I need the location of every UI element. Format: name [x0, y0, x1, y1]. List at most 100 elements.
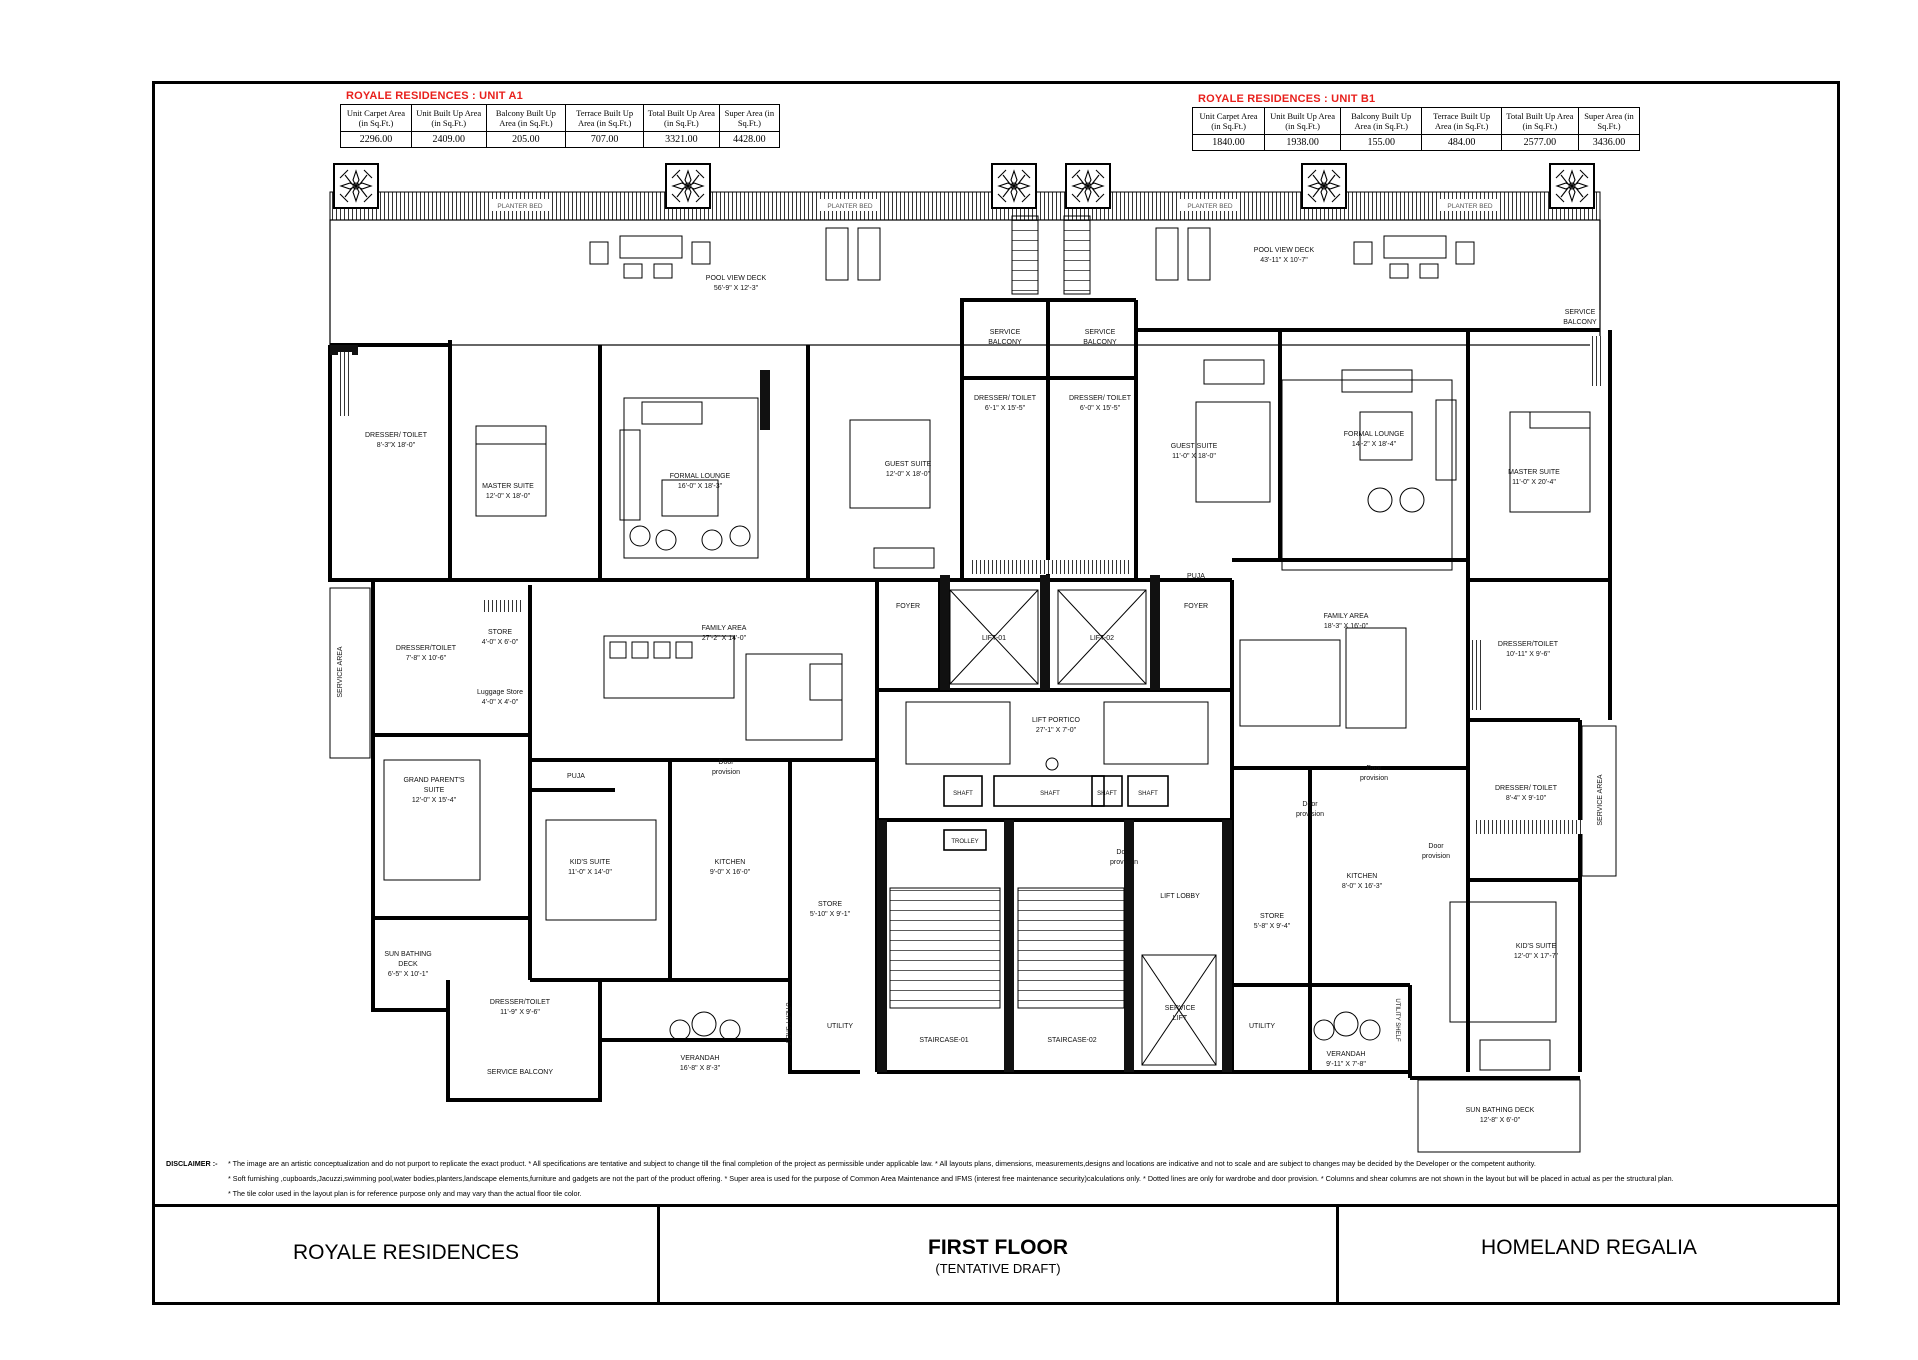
room-label: BALCONY — [1563, 319, 1597, 326]
room-label: LIFT — [1173, 1015, 1188, 1022]
room-label: UTILITY SHELF — [1394, 998, 1400, 1042]
door-provision-label: Door — [1366, 765, 1382, 772]
room-label: SERVICE — [990, 329, 1021, 336]
room-label: POOL VIEW DECK — [706, 275, 767, 282]
developer-name: HOMELAND REGALIA — [1481, 1236, 1697, 1259]
staircase — [889, 887, 1125, 1009]
table-header: Terrace Built Up Area (in Sq.Ft.) — [1421, 107, 1502, 135]
table-header: Total Built Up Area (in Sq.Ft.) — [1500, 107, 1579, 135]
trolley-label: TROLLEY — [951, 839, 978, 845]
room-label: VERANDAH — [1327, 1051, 1366, 1058]
room-label: DRESSER/ TOILET — [365, 432, 428, 439]
room-dimension: 5'-10" X 9'-1" — [810, 911, 851, 918]
table-cell: 2296.00 — [340, 131, 412, 148]
project-name: ROYALE RESIDENCES — [292, 1241, 519, 1264]
table-cell: 484.00 — [1421, 134, 1502, 151]
title-block-divider — [152, 1204, 1840, 1207]
planter-label: PLANTER BED — [1447, 203, 1492, 210]
room-label: PUJA — [567, 773, 585, 780]
room-dimension: 18'-3" X 16'-0" — [1324, 623, 1369, 630]
shaft-label: SHAFT — [953, 791, 973, 797]
room-label: DRESSER/ TOILET — [1495, 785, 1558, 792]
service-area — [329, 587, 1617, 877]
table-header: Total Built Up Area (in Sq.Ft.) — [643, 104, 720, 132]
room-label: DRESSER/TOILET — [396, 645, 457, 652]
planter-bed: PLANTER BED PLANTER BED PLANTER BED PLAN… — [329, 191, 1601, 221]
room-label: FORMAL LOUNGE — [670, 473, 731, 480]
room-dimension: 27'-1" X 7'-0" — [1036, 727, 1077, 734]
disclaimer-line: The image are an artistic conceptualizat… — [232, 1159, 1536, 1168]
planter-label: PLANTER BED — [497, 203, 542, 210]
room-label: UTILITY — [1249, 1023, 1275, 1030]
room-dimension: 14'-2" X 18'-4" — [1352, 441, 1397, 448]
room-dimension: 6'-0" X 15'-5" — [1080, 405, 1121, 412]
room-dimension: 6'-5" X 10'-1" — [388, 971, 429, 978]
disclaimer-line: Soft furnishing ,cupboards,Jacuzzi,swimm… — [232, 1174, 1674, 1183]
room-label: DECK — [398, 961, 418, 968]
room-dimension: 8'-3"X 18'-0" — [377, 442, 416, 449]
room-dimension: 16'-8" X 8'-3" — [680, 1065, 721, 1072]
table-header: Unit Carpet Area (in Sq.Ft.) — [340, 104, 412, 132]
room-dimension: 12'-0" X 15'-4" — [412, 797, 457, 804]
room-label: BALCONY — [1083, 339, 1117, 346]
disclaimer-line: The tile color used in the layout plan i… — [232, 1189, 582, 1198]
room-dimension: 11'-9" X 9'-6" — [500, 1009, 540, 1016]
table-cell: 3436.00 — [1577, 134, 1641, 151]
door-provision-label: Door — [1116, 849, 1132, 856]
unit-a1-labels: DRESSER/ TOILET 8'-3"X 18'-0" MASTER SUI… — [365, 329, 1037, 1076]
room-label: SERVICE AREA — [337, 646, 344, 698]
sheet-title: FIRST FLOOR — [928, 1236, 1068, 1259]
door-provision-label: Door — [718, 759, 734, 766]
unit-b1-labels: SERVICE BALCONY DRESSER/ TOILET 6'-0" X … — [1069, 309, 1597, 1153]
table-cell: 1840.00 — [1191, 134, 1266, 151]
room-label: STAIRCASE-02 — [1047, 1037, 1096, 1044]
shaft-label: SHAFT — [1138, 791, 1158, 797]
room-label: GRAND PARENT'S — [403, 777, 464, 784]
room-label: FAMILY AREA — [702, 625, 747, 632]
room-dimension: 9'-11" X 7'-8" — [1326, 1061, 1366, 1068]
table-cell: 2577.00 — [1500, 134, 1579, 151]
building-outline — [329, 219, 1601, 346]
room-dimension: 11'-0" X 20'-4" — [1512, 479, 1556, 486]
room-label: DRESSER/ TOILET — [1069, 395, 1132, 402]
room-label: STAIRCASE-01 — [919, 1037, 968, 1044]
room-label: GUEST SUITE — [1171, 443, 1218, 450]
room-dimension: 12'-0" X 18'-0" — [486, 493, 531, 500]
unit-b1-area-table: Unit Carpet Area (in Sq.Ft.) Unit Built … — [1191, 107, 1641, 151]
shaft-row — [943, 775, 1169, 851]
table-header: Unit Built Up Area (in Sq.Ft.) — [1264, 107, 1342, 135]
lift-portico — [905, 701, 1209, 771]
unit-b1-title: ROYALE RESIDENCES : UNIT B1 — [1198, 93, 1376, 105]
room-label: SERVICE AREA — [1597, 774, 1604, 826]
door-provision-label: provision — [1110, 859, 1138, 866]
unit-a1-area-table: Unit Carpet Area (in Sq.Ft.) Unit Built … — [340, 104, 781, 148]
deck-furniture — [589, 227, 1475, 281]
room-label: SERVICE — [1565, 309, 1596, 316]
room-label: SUN BATHING DECK — [1466, 1107, 1535, 1114]
room-label: SUITE — [424, 787, 445, 794]
lift-shafts — [949, 589, 1217, 1066]
room-dimension: 4'-0" X 4'-0" — [482, 699, 519, 706]
room-label: SUN BATHING — [384, 951, 431, 958]
room-dimension: 27'-2" X 14'-0" — [702, 635, 747, 642]
table-header: Unit Built Up Area (in Sq.Ft.) — [410, 104, 487, 132]
door-provision-label: provision — [1296, 811, 1324, 818]
room-label: KID'S SUITE — [1516, 943, 1557, 950]
room-label: KID'S SUITE — [570, 859, 611, 866]
room-dimension: 11'-0" X 18'-0" — [1172, 453, 1216, 460]
room-dimension: 9'-0" X 16'-0" — [710, 869, 751, 876]
room-label: SERVICE — [1085, 329, 1116, 336]
room-dimension: 12'-8" X 6'-0" — [1480, 1117, 1521, 1124]
room-label: MASTER SUITE — [482, 483, 534, 490]
door-provision-label: provision — [712, 769, 740, 776]
table-cell: 4428.00 — [718, 131, 781, 148]
room-label: STORE — [1260, 913, 1284, 920]
room-dimension: 7'-8" X 10'-6" — [406, 655, 447, 662]
room-label: DRESSER/TOILET — [1498, 641, 1559, 648]
room-dimension: 5'-8" X 9'-4" — [1254, 923, 1291, 930]
stair-hatch — [1011, 215, 1091, 295]
room-dimension: 8'-0" X 16'-3" — [1342, 883, 1383, 890]
room-label: STORE — [818, 901, 842, 908]
room-dimension: 56'-9" X 12'-3" — [714, 285, 759, 292]
